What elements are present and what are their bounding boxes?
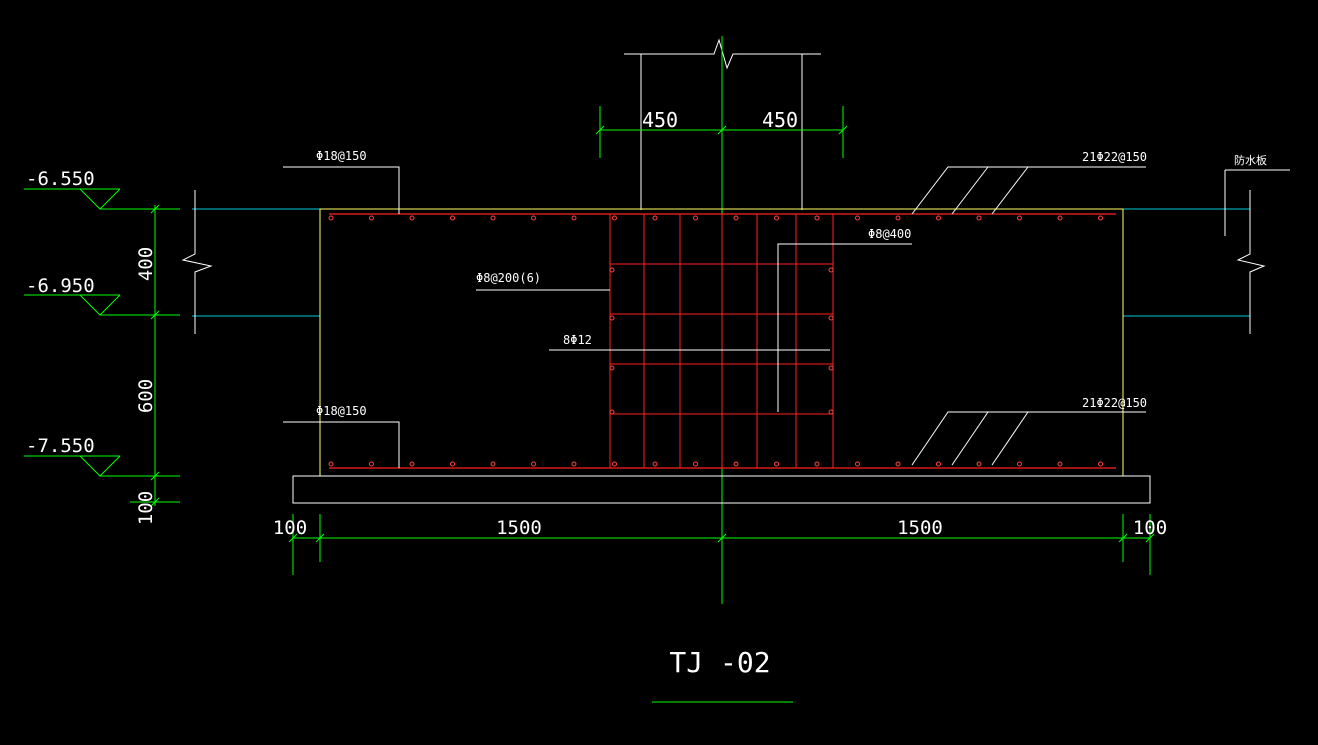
- rebar-dot: [733, 215, 739, 221]
- rebar-dot: [855, 215, 860, 221]
- tie-label: Φ8@400: [868, 227, 911, 241]
- column-dim-left: 450: [642, 108, 678, 132]
- rebar-dot: [976, 215, 982, 221]
- rebar-dot: [814, 461, 820, 467]
- rebar-dot: [409, 215, 415, 221]
- long-bars-label: 8Φ12: [563, 333, 592, 347]
- bdim-left-100: 100: [273, 517, 307, 539]
- elevation-markers: [24, 188, 180, 503]
- vdim-400: 400: [135, 247, 157, 281]
- rebar-dot: [693, 215, 698, 221]
- rebar-dot: [531, 461, 536, 467]
- rebar-dot: [1057, 215, 1063, 221]
- rebar-dot: [328, 215, 334, 221]
- elevation-2: -6.950: [26, 275, 95, 297]
- cage-bar-dot: [828, 409, 834, 415]
- leader-lines: [283, 166, 1146, 468]
- rebar-dot: [1057, 461, 1063, 467]
- rebar-dots: [328, 215, 1103, 467]
- rebar-dot: [814, 215, 820, 221]
- bdim-right-100: 100: [1133, 517, 1167, 539]
- rebar-dot: [936, 215, 941, 221]
- rebar-dot: [369, 215, 374, 221]
- rebar-label-top-right: 21Φ22@150: [1082, 150, 1147, 164]
- cage-bar-dot: [609, 409, 615, 415]
- rebar-dot: [409, 461, 415, 467]
- rebar-dot: [490, 461, 496, 467]
- rebar-dot: [571, 461, 577, 467]
- bdim-left-1500: 1500: [496, 517, 542, 539]
- rebar-dot: [693, 461, 698, 467]
- rebar-dot: [490, 215, 496, 221]
- rebar-dot: [774, 461, 779, 467]
- rebar-dot: [369, 461, 374, 467]
- rebar-dot: [531, 215, 536, 221]
- rebar-dot: [855, 461, 860, 467]
- rebar-dot: [733, 461, 739, 467]
- rebar-dot: [571, 215, 577, 221]
- drawing-title: TJ -02: [669, 646, 770, 679]
- rebar-dot: [652, 461, 658, 467]
- cage-bar-dot: [828, 315, 834, 321]
- cage-bar-dot: [609, 365, 615, 371]
- elevation-1: -6.550: [26, 168, 95, 190]
- rebar-dot: [328, 461, 334, 467]
- vdim-100: 100: [135, 491, 157, 525]
- cage-bar-dot: [609, 267, 615, 273]
- break-lines: [181, 169, 1290, 334]
- rebar-dot: [1017, 215, 1022, 221]
- rebar-dot: [936, 461, 941, 467]
- rebar-dot: [612, 461, 617, 467]
- rebar-dot: [895, 215, 901, 221]
- column-outline: [624, 38, 821, 210]
- waterproof-board-label: 防水板: [1234, 153, 1267, 167]
- rebar-label-bottom-right: 21Φ22@150: [1082, 396, 1147, 410]
- cage-bar-dot: [828, 365, 834, 371]
- rebar-dot: [774, 215, 779, 221]
- rebar-dot: [652, 215, 658, 221]
- rebar-label-bottom-left: Φ18@150: [316, 404, 367, 418]
- bottom-dimension: [288, 514, 1155, 575]
- rebar-dot: [1017, 461, 1022, 467]
- rebar-cage: [609, 214, 834, 468]
- elevation-3: -7.550: [26, 435, 95, 457]
- rebar-label-top-left: Φ18@150: [316, 149, 367, 163]
- cage-bar-dot: [609, 315, 615, 321]
- rebar-dot: [1098, 215, 1103, 221]
- bdim-right-1500: 1500: [897, 517, 943, 539]
- rebar-dot: [976, 461, 982, 467]
- column-dimension: [595, 106, 848, 158]
- stirrup-label: Φ8@200(6): [476, 271, 541, 285]
- cushion-slab: [292, 475, 1151, 504]
- rebar-dot: [1098, 461, 1103, 467]
- vertical-dimension: [150, 204, 160, 507]
- rebar-dot: [450, 215, 455, 221]
- rebar-dot: [612, 215, 617, 221]
- rebar-dot: [895, 461, 901, 467]
- ground-lines: [192, 208, 1250, 317]
- column-dim-right: 450: [762, 108, 798, 132]
- rebar-dot: [450, 461, 455, 467]
- cage-bar-dot: [828, 267, 834, 273]
- vdim-600: 600: [135, 379, 157, 413]
